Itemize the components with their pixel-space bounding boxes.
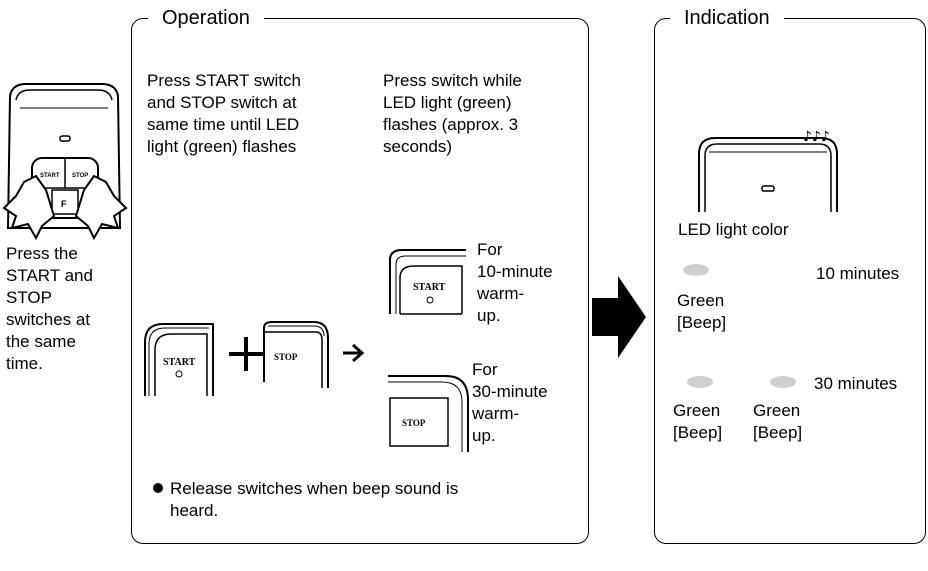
led-dot-10min <box>683 264 709 276</box>
start-option-illustration: START <box>389 249 466 315</box>
operation-panel <box>131 18 589 544</box>
green-beep-2b: Green [Beep] <box>753 401 803 442</box>
small-arrow-icon <box>343 343 365 363</box>
plus-sign <box>229 337 263 371</box>
led-dot-30min-a <box>687 376 713 388</box>
led-color-label: LED light color <box>678 220 789 239</box>
start-option-text: START <box>413 282 446 293</box>
operation-step1: Press START switch and STOP switch at sa… <box>147 71 301 156</box>
left-caption: Press the START and STOP switches at the… <box>6 244 93 373</box>
operation-title: Operation <box>148 6 264 30</box>
stop-button-illustration: STOP <box>263 321 329 388</box>
operation-step2: Press switch while LED light (green) fla… <box>383 71 522 156</box>
remote-stop-text: STOP <box>72 173 88 179</box>
remote-f-text: F <box>61 199 67 209</box>
remote-top-illustration <box>698 137 838 212</box>
thirty-minutes-label: 30 minutes <box>814 374 898 393</box>
option-10-min: For 10-minute warm- up. <box>477 240 553 325</box>
green-beep-1: Green [Beep] <box>677 291 727 332</box>
bullet-icon <box>153 483 163 493</box>
led-dot-30min-b <box>770 376 796 388</box>
option-30-min: For 30-minute warm- up. <box>472 360 548 445</box>
remote-start-text: START <box>40 173 60 179</box>
stop-button-text: STOP <box>274 352 298 362</box>
stop-option-text: STOP <box>402 418 426 428</box>
big-arrow-icon <box>592 276 646 358</box>
remote-illustration: START STOP F <box>2 83 128 241</box>
start-button-illustration: START <box>144 323 214 396</box>
stop-option-illustration: STOP <box>388 375 469 452</box>
indication-panel <box>654 18 926 544</box>
indication-title: Indication <box>670 6 784 30</box>
ten-minutes-label: 10 minutes <box>816 264 900 283</box>
start-button-text: START <box>163 357 196 368</box>
green-beep-2a: Green [Beep] <box>673 401 723 442</box>
operation-note: Release switches when beep sound is hear… <box>170 479 459 520</box>
